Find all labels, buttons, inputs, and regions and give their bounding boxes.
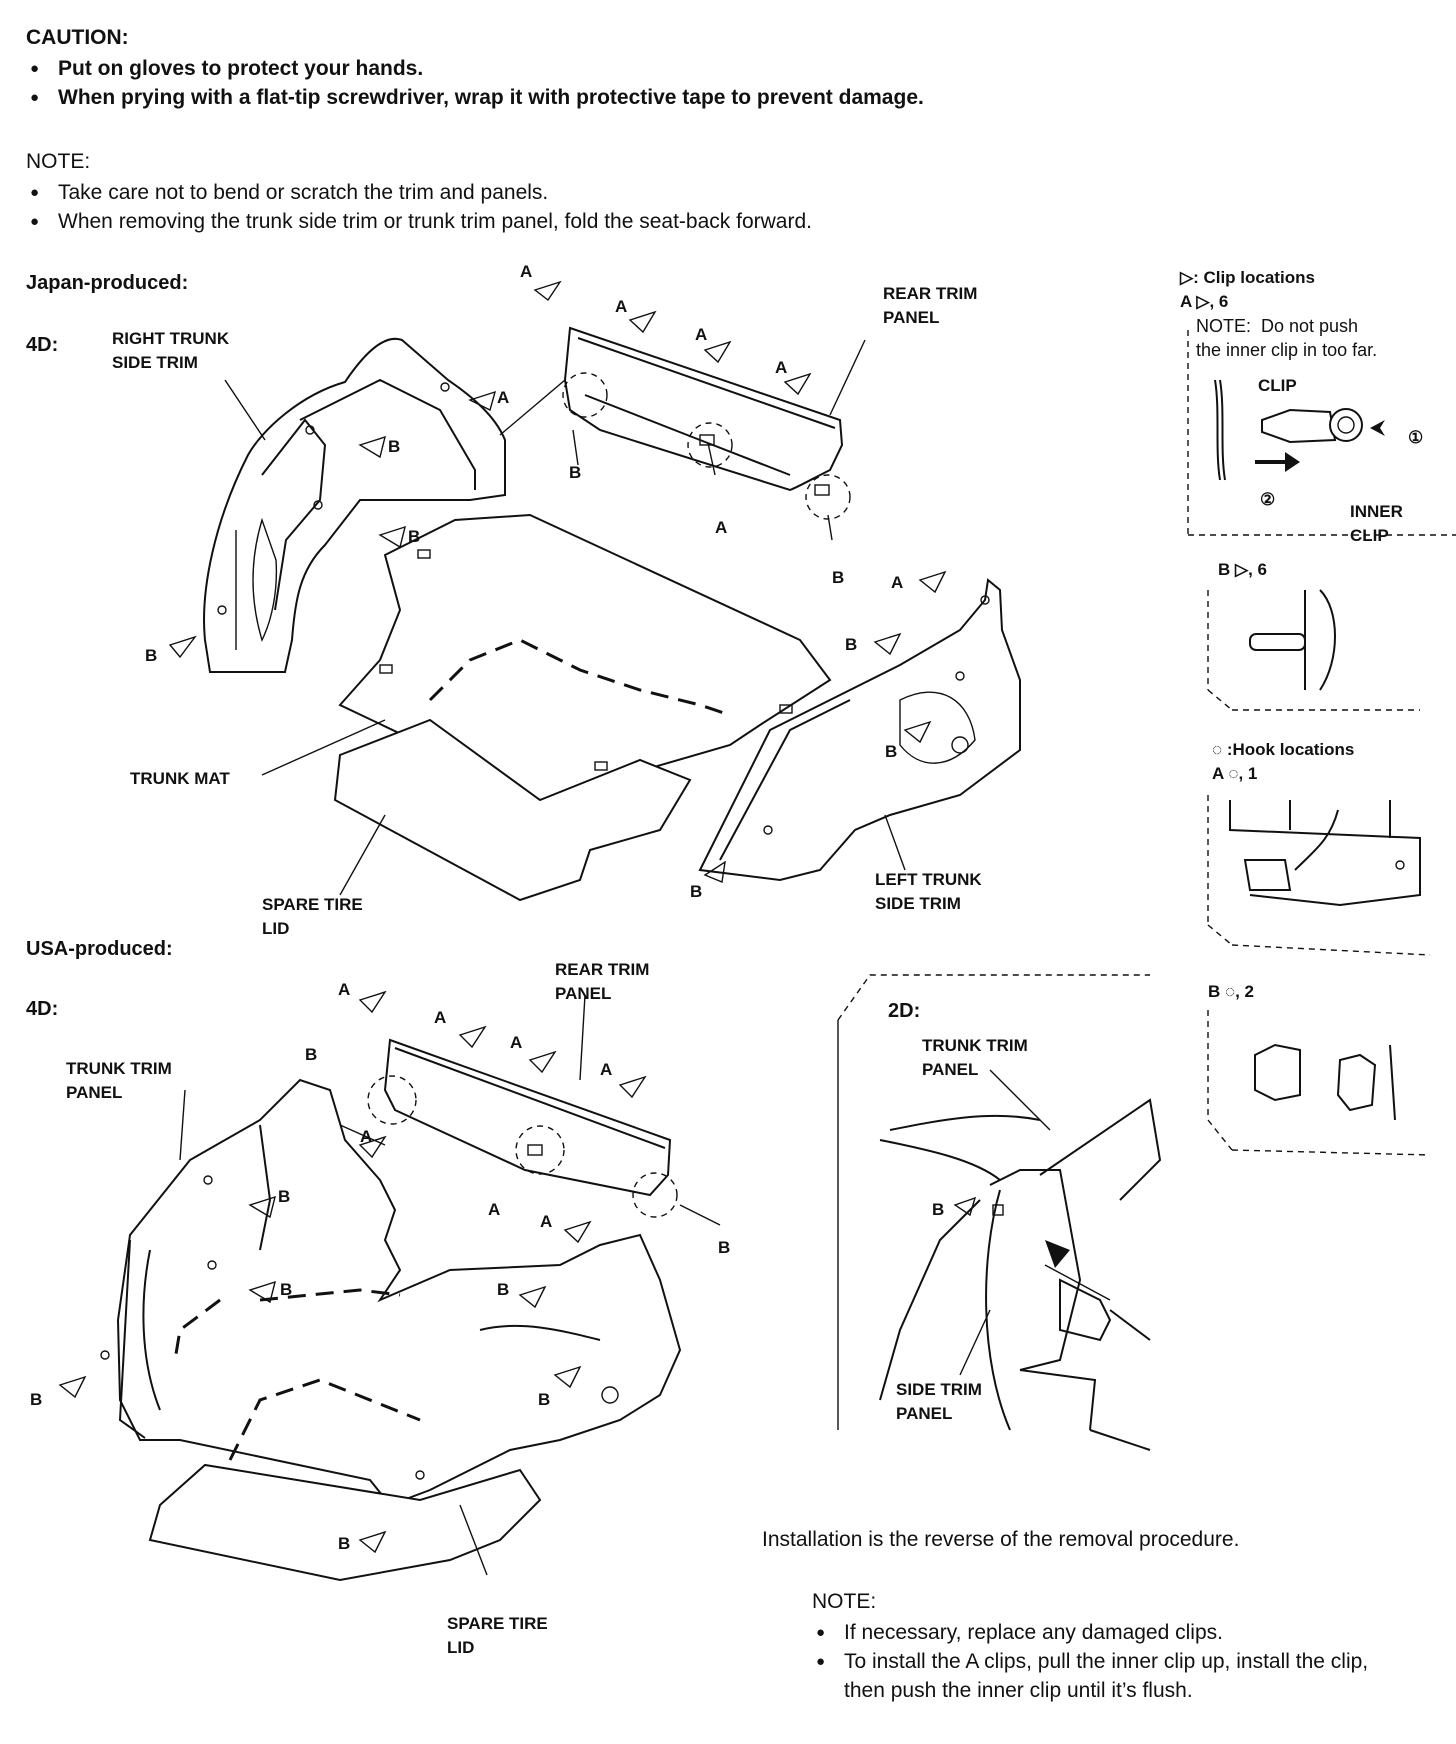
- note-item: When removing the trunk side trim or tru…: [26, 207, 1126, 236]
- clip-b-label: B: [280, 1280, 293, 1299]
- clip-b-label: B: [497, 1280, 510, 1299]
- clip-b-label: B: [145, 646, 158, 665]
- clip-a-label: A: [510, 1033, 523, 1052]
- clip-b-label: B: [338, 1534, 351, 1553]
- legend-drawings: [1187, 330, 1456, 1156]
- japan-right-trunk-side-trim-drawing: [203, 337, 506, 673]
- inset-2d-drawing: [837, 974, 1162, 1451]
- usa-spare-tire-lid-drawing: [148, 1378, 542, 1582]
- clip-b-label: B: [718, 1238, 731, 1257]
- clip-a-label: A: [520, 262, 533, 281]
- note-list: Take care not to bend or scratch the tri…: [26, 178, 1126, 236]
- clip-a-label: A: [695, 325, 708, 344]
- inset-side-trim-panel-label: SIDE TRIM PANEL: [896, 1380, 982, 1423]
- step-2-marker: ②: [1260, 490, 1276, 509]
- clip-locations-legend: ▷: Clip locations: [1180, 268, 1315, 287]
- leader-lines: [179, 339, 1051, 1576]
- installation-text: Installation is the reverse of the remov…: [762, 1528, 1240, 1551]
- a-clip-count: A ▷, 6: [1180, 292, 1229, 311]
- bottom-note-list: If necessary, replace any damaged clips.…: [812, 1618, 1412, 1705]
- clip-b-label: B: [408, 527, 421, 546]
- usa-rear-trim-panel-label: REAR TRIM PANEL: [555, 960, 650, 1003]
- clip-b-label: B: [305, 1045, 318, 1064]
- clip-a-label: A: [540, 1212, 553, 1231]
- b-clip-count: B ▷, 6: [1218, 560, 1267, 579]
- japan-left-trunk-side-trim-drawing: [698, 578, 1021, 882]
- caution-list: Put on gloves to protect your hands. Whe…: [26, 54, 1126, 112]
- right-trunk-side-trim-label: RIGHT TRUNK SIDE TRIM: [112, 329, 230, 372]
- note-heading: NOTE:: [26, 150, 91, 173]
- usa-rear-trim-panel-drawing: [367, 1038, 678, 1218]
- hook-locations-legend: ◌ :Hook locations: [1212, 740, 1355, 759]
- usa-spare-tire-lid-label: SPARE TIRE LID: [447, 1614, 548, 1657]
- clip-b-label: B: [278, 1187, 291, 1206]
- clip-b-label: B: [832, 568, 845, 587]
- left-trunk-side-trim-label: LEFT TRUNK SIDE TRIM: [875, 870, 982, 913]
- clip-a-label: A: [488, 1200, 501, 1219]
- usa-trunk-trim-panel-drawing: [100, 1078, 682, 1507]
- clip-b-label: B: [885, 742, 898, 761]
- clip-b-label: B: [538, 1390, 551, 1409]
- clip-label: CLIP: [1258, 376, 1297, 395]
- caution-heading: CAUTION:: [26, 26, 129, 49]
- inset-trunk-trim-panel-label: TRUNK TRIM PANEL: [922, 1036, 1028, 1079]
- b-hook-count: B ◌, 2: [1208, 982, 1255, 1001]
- japan-spare-tire-lid-label: SPARE TIRE LID: [262, 895, 363, 938]
- clip-b-label: B: [932, 1200, 945, 1219]
- clip-markers: [58, 280, 977, 1554]
- clip-b-label: B: [569, 463, 582, 482]
- japan-spare-tire-lid-drawing: [333, 718, 692, 902]
- step-1-marker: ①: [1408, 428, 1424, 447]
- japan-rear-trim-panel-label: REAR TRIM PANEL: [883, 284, 978, 327]
- japan-model-4d: 4D:: [26, 334, 59, 356]
- caution-item: When prying with a flat-tip screwdriver,…: [26, 83, 1126, 112]
- clip-a-label: A: [497, 388, 510, 407]
- clip-a-label: A: [715, 518, 728, 537]
- clip-a-label: A: [891, 573, 904, 592]
- usa-model-4d: 4D:: [26, 998, 59, 1020]
- clip-a-label: A: [338, 980, 351, 999]
- a-hook-count: A ◌, 1: [1212, 764, 1258, 783]
- bottom-note-heading: NOTE:: [812, 1590, 877, 1613]
- clip-note: NOTE: Do not push the inner clip in too …: [1196, 316, 1378, 360]
- japan-heading: Japan-produced:: [26, 272, 189, 294]
- japan-rear-trim-panel-drawing: [499, 326, 851, 520]
- clip-b-label: B: [388, 437, 401, 456]
- inner-clip-label: INNER CLIP: [1350, 502, 1403, 545]
- clip-b-label: B: [845, 635, 858, 654]
- clip-b-label: B: [30, 1390, 43, 1409]
- clip-a-label: A: [615, 297, 628, 316]
- trunk-trim-panel-label: TRUNK TRIM PANEL: [66, 1059, 172, 1102]
- bottom-note-item: To install the A clips, pull the inner c…: [812, 1647, 1412, 1705]
- clip-a-label: A: [775, 358, 788, 377]
- clip-a-label: A: [434, 1008, 447, 1027]
- caution-item: Put on gloves to protect your hands.: [26, 54, 1126, 83]
- bottom-note-item: If necessary, replace any damaged clips.: [812, 1618, 1412, 1647]
- clip-a-label: A: [360, 1127, 373, 1146]
- clip-b-label: B: [690, 882, 703, 901]
- usa-heading: USA-produced:: [26, 938, 173, 960]
- trunk-mat-label: TRUNK MAT: [130, 769, 230, 788]
- japan-trunk-mat-drawing: [338, 513, 832, 802]
- note-item: Take care not to bend or scratch the tri…: [26, 178, 1126, 207]
- inset-2d-model: 2D:: [888, 1000, 921, 1022]
- clip-a-label: A: [600, 1060, 613, 1079]
